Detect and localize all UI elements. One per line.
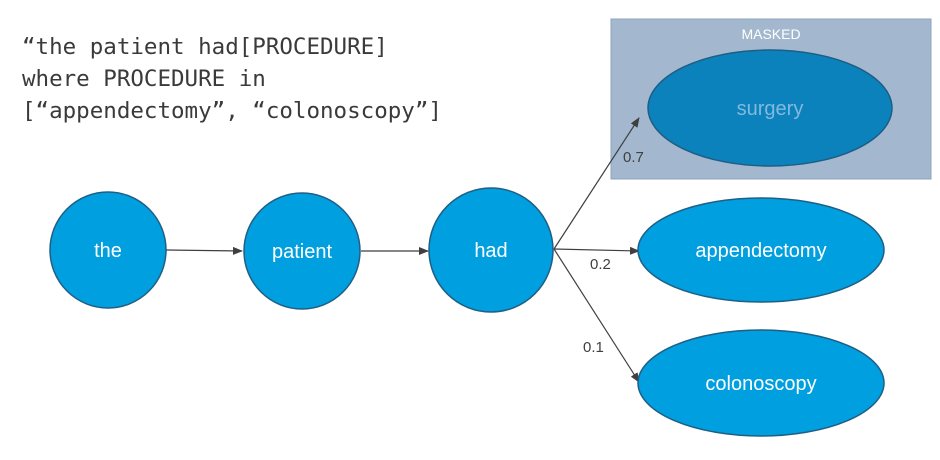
query-line-1: “the patient had[PROCEDURE] [22, 34, 388, 60]
node-appendectomy [637, 197, 885, 303]
prob-colonoscopy: 0.1 [583, 339, 604, 356]
node-surgery [647, 49, 893, 167]
query-line-2: where PROCEDURE in [22, 66, 266, 92]
node-appendectomy-label: appendectomy [695, 240, 826, 262]
query-text: “the patient had[PROCEDURE] where PROCEDU… [22, 31, 442, 127]
node-patient-label: patient [272, 241, 332, 263]
masked-title: MASKED [741, 26, 800, 42]
edge-had-appendectomy [553, 246, 640, 255]
node-the [49, 191, 167, 309]
node-had [428, 187, 554, 313]
node-patient [243, 192, 361, 310]
node-had-label: had [474, 240, 507, 262]
edge-had-colonoscopy [553, 248, 640, 383]
node-colonoscopy-label: colonoscopy [705, 373, 816, 395]
edge-had-surgery [553, 117, 640, 250]
prob-appendectomy: 0.2 [590, 256, 611, 273]
node-the-label: the [94, 240, 122, 262]
prob-surgery: 0.7 [623, 149, 644, 166]
node-colonoscopy [637, 329, 885, 437]
query-line-3: [“appendectomy”, “colonoscopy”] [22, 98, 442, 124]
node-surgery-label: surgery [737, 98, 804, 120]
edge-the-patient [165, 246, 243, 255]
